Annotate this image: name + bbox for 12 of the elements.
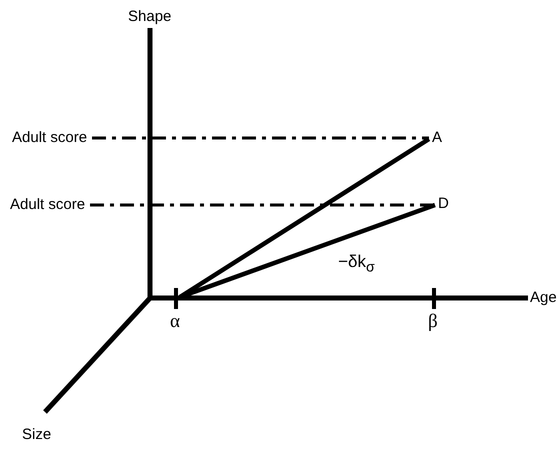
dashed-guide-line [90,204,435,206]
axis-value-label: Adult score [10,196,86,214]
curve-label: A [432,129,442,147]
tick-label: α [170,311,180,333]
axis-title: Size [22,426,52,444]
tick-label: β [428,311,438,333]
axis-value-label: Adult score [12,129,88,147]
edge-label: −δk$_{σ}$ [338,252,375,278]
curve-label: D [438,195,449,213]
axis-title: Shape [128,8,172,26]
axis-title: Age [530,289,557,307]
dashed-guide-line [92,136,429,140]
